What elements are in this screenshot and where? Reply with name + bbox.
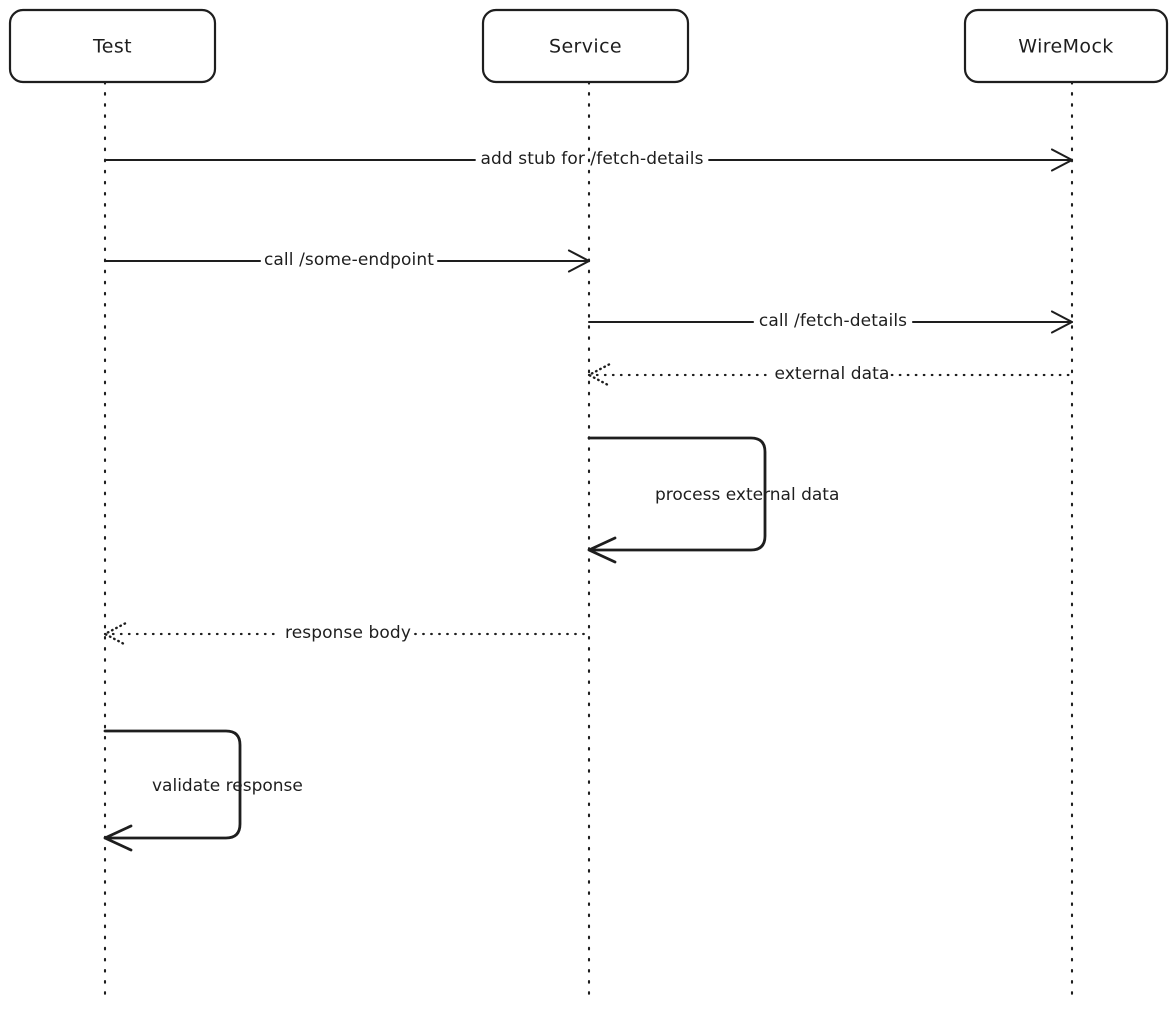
arrowhead — [1050, 148, 1074, 172]
participant-box-wiremock — [963, 8, 1169, 84]
message-label: call /some-endpoint — [264, 250, 434, 270]
participants-layer: Test Service WireMock — [8, 8, 1169, 84]
participant-label-wiremock: WireMock — [1018, 36, 1113, 58]
participant-service[interactable]: Service — [481, 8, 690, 84]
message-6-return[interactable]: response body — [103, 622, 591, 646]
participant-test[interactable]: Test — [8, 8, 217, 84]
self-message-path — [103, 729, 242, 840]
message-label: external data — [775, 364, 890, 384]
message-label: call /fetch-details — [759, 311, 907, 331]
message-4-return[interactable]: external data — [587, 363, 1074, 387]
arrowhead — [1050, 310, 1074, 334]
arrowhead — [587, 536, 617, 564]
participant-label-test: Test — [92, 36, 132, 58]
message-2-call[interactable]: call /some-endpoint — [103, 249, 591, 273]
message-label: process external data — [655, 485, 839, 505]
arrowhead — [587, 363, 611, 387]
arrowhead — [567, 249, 591, 273]
participant-wiremock[interactable]: WireMock — [963, 8, 1169, 84]
message-label: add stub for /fetch-details — [480, 149, 703, 169]
self-message-path — [587, 436, 767, 552]
message-1-call[interactable]: add stub for /fetch-details — [103, 148, 1074, 172]
arrowhead — [103, 622, 127, 646]
message-label: response body — [285, 623, 411, 643]
participant-box-test — [8, 8, 217, 84]
participant-label-service: Service — [549, 36, 622, 58]
message-3-call[interactable]: call /fetch-details — [587, 310, 1074, 334]
participant-box-service — [481, 8, 690, 84]
message-5-self[interactable]: process external data — [587, 436, 839, 564]
arrowhead — [103, 824, 133, 852]
message-7-self[interactable]: validate response — [103, 729, 303, 852]
messages-layer: add stub for /fetch-details call /some-en… — [103, 148, 1074, 852]
message-label: validate response — [152, 776, 303, 796]
lifelines-layer — [103, 80, 1074, 1004]
